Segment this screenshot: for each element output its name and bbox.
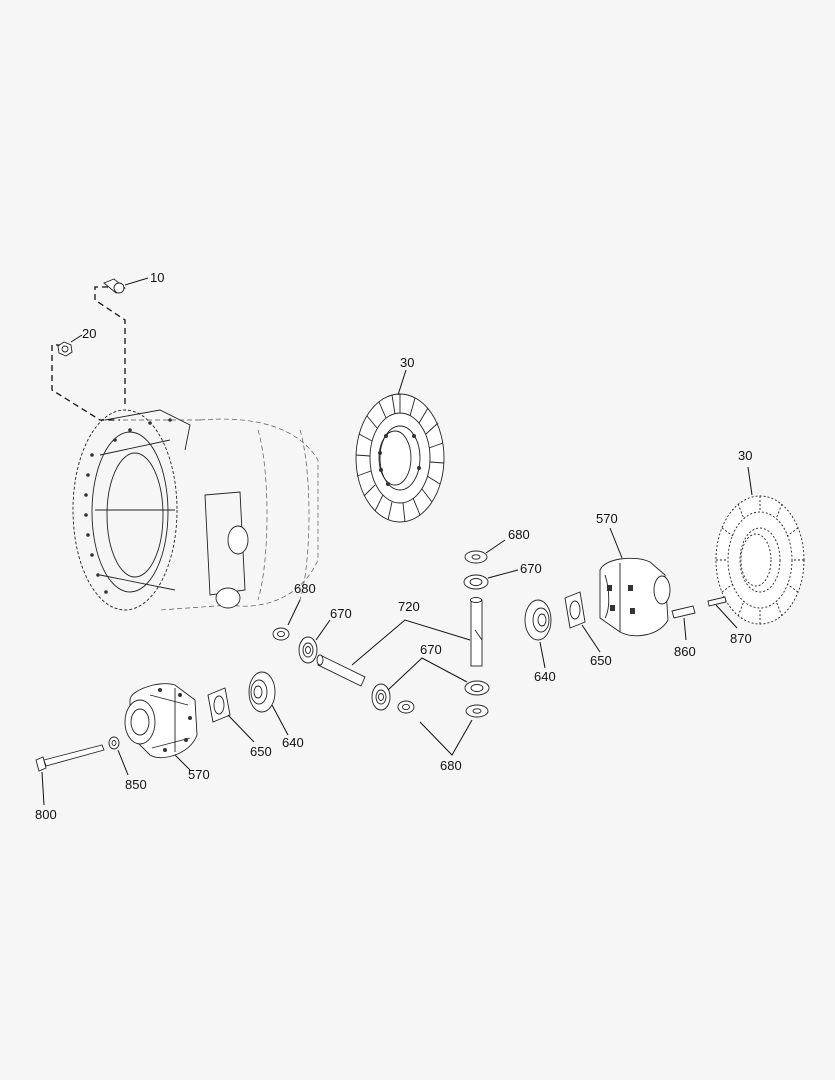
callout-870: 870	[730, 631, 752, 646]
callout-640-right: 640	[534, 669, 556, 684]
ring-gear-icon	[715, 495, 805, 625]
differential-case-half-icon	[124, 683, 198, 759]
callout-670-c: 670	[420, 642, 442, 657]
callout-860: 860	[674, 644, 696, 659]
washer-icon	[397, 700, 415, 714]
pin-icon	[671, 605, 696, 619]
side-gear-icon	[524, 599, 552, 641]
washer-icon	[464, 550, 488, 564]
cross-shaft-icon	[316, 597, 483, 687]
callout-30-left: 30	[400, 355, 414, 370]
callout-650-left: 650	[250, 744, 272, 759]
pinion-gear-icon	[371, 683, 391, 711]
callout-10: 10	[150, 270, 164, 285]
assembly-path-20	[51, 344, 120, 421]
callout-20: 20	[82, 326, 96, 341]
pinion-gear-icon	[464, 680, 490, 696]
thrust-washer-icon	[564, 591, 586, 629]
callout-570-left: 570	[188, 767, 210, 782]
callout-640-left: 640	[282, 735, 304, 750]
callout-720: 720	[398, 599, 420, 614]
callout-850: 850	[125, 777, 147, 792]
washer-icon	[465, 704, 489, 718]
ring-gear-icon	[355, 393, 445, 523]
long-bolt-icon	[35, 744, 105, 772]
pinion-gear-icon	[463, 574, 489, 590]
callout-30-right: 30	[738, 448, 752, 463]
thrust-washer-icon	[207, 687, 231, 723]
callout-680-b: 680	[508, 527, 530, 542]
callout-650-right: 650	[590, 653, 612, 668]
assembly-path-10	[94, 286, 126, 408]
pinion-gear-icon	[298, 636, 318, 664]
washer-icon	[108, 736, 120, 750]
callout-670-a: 670	[330, 606, 352, 621]
callout-680-a: 680	[294, 581, 316, 596]
nut-icon	[57, 341, 73, 357]
side-gear-icon	[248, 671, 276, 713]
bolt-icon	[103, 278, 126, 294]
callout-570-right: 570	[596, 511, 618, 526]
washer-icon	[272, 627, 290, 641]
pin-icon	[707, 596, 727, 607]
axle-housing-icon	[72, 409, 319, 611]
differential-case-half-icon	[599, 557, 671, 637]
callout-800: 800	[35, 807, 57, 822]
callout-680-c: 680	[440, 758, 462, 773]
callout-670-b: 670	[520, 561, 542, 576]
